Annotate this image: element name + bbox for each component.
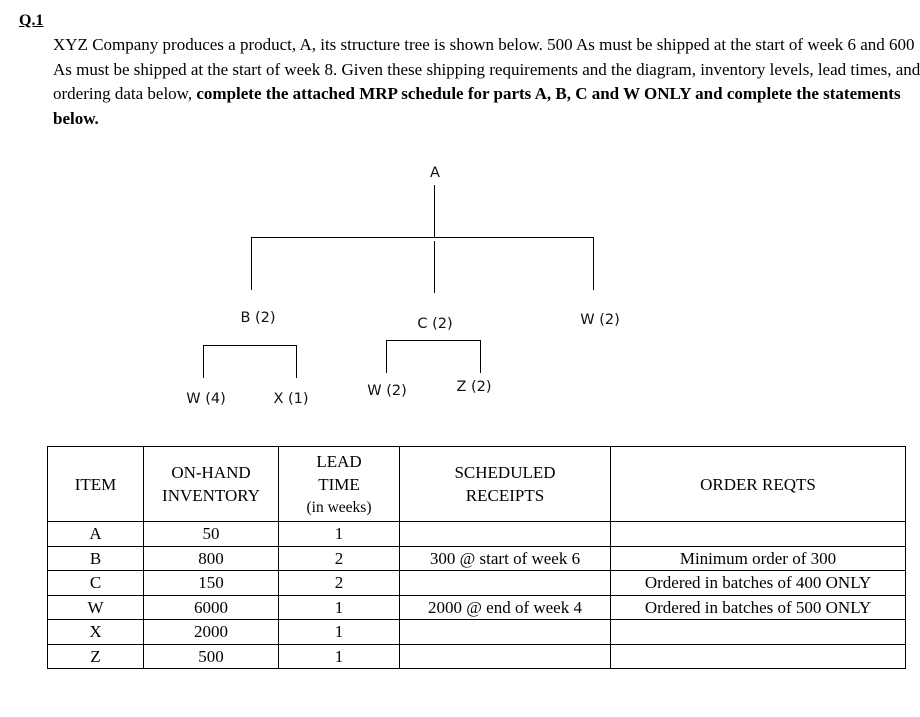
table-header-lead-units: (in weeks) [306,498,372,516]
table-cell-inventory: 800 [143,545,279,571]
tree-node-w-under-c: W (2) [367,383,407,399]
table-header-on-hand-line2: INVENTORY [162,486,260,505]
table-header-order-reqts: ORDER REQTS [610,446,906,522]
tree-edge-b-to-x [296,345,297,378]
table-cell-order-reqts: Minimum order of 300 [610,545,906,571]
table-cell-order-reqts [610,643,906,669]
tree-edge-a-trunk [434,185,435,238]
table-header-order-label: ORDER REQTS [700,474,816,494]
table-cell-inventory: 500 [143,643,279,669]
table-cell-order-reqts [610,521,906,547]
table-cell-order-reqts: Ordered in batches of 400 ONLY [610,570,906,596]
table-cell-inventory: 150 [143,570,279,596]
table-header-item-label: ITEM [74,474,117,494]
table-header-item: ITEM [47,446,144,522]
tree-edge-c-to-w [386,340,387,373]
tree-node-c: C (2) [417,316,453,332]
tree-edge-b-to-w [203,345,204,378]
table-cell-lead-time: 1 [278,594,400,620]
tree-bar-level1 [251,237,594,238]
table-header-scheduled-receipts: SCHEDULED RECEIPTS [399,446,611,522]
table-header-on-hand-line1: ON-HAND [171,463,251,482]
table-header-row: ITEM ON-HAND INVENTORY LEAD TIME (in wee… [47,446,906,522]
tree-edge-a-to-w [593,237,594,290]
table-cell-scheduled-receipts [399,619,611,645]
table-cell-scheduled-receipts: 2000 @ end of week 4 [399,594,611,620]
table-cell-lead-time: 1 [278,643,400,669]
tree-bar-c-children [386,340,481,341]
table-cell-lead-time: 2 [278,545,400,571]
table-cell-item: A [47,521,144,547]
question-body-segment-1: complete the attached MRP schedule for p… [53,84,901,128]
table-cell-inventory: 6000 [143,594,279,620]
tree-edge-a-to-b [251,237,252,290]
table-cell-item: Z [47,643,144,669]
tree-node-b: B (2) [240,310,276,326]
table-header-sched-line2: RECEIPTS [465,486,545,505]
table-cell-lead-time: 1 [278,521,400,547]
tree-node-a: A [430,165,440,181]
item-data-table: ITEM ON-HAND INVENTORY LEAD TIME (in wee… [47,446,906,669]
table-cell-lead-time: 1 [278,619,400,645]
table-cell-item: C [47,570,144,596]
tree-node-w-under-b: W (4) [186,391,226,407]
tree-edge-c-to-z [480,340,481,373]
question-number-heading: Q.1 [19,12,44,29]
question-body-segment-0: XYZ Company produces a product, A, its s… [53,35,920,103]
table-cell-order-reqts: Ordered in batches of 500 ONLY [610,594,906,620]
table-header-sched-line1: SCHEDULED [454,463,556,482]
tree-bar-b-children [203,345,297,346]
table-cell-scheduled-receipts [399,521,611,547]
table-cell-item: W [47,594,144,620]
table-header-lead-time: LEAD TIME (in weeks) [278,446,400,522]
table-cell-inventory: 2000 [143,619,279,645]
table-header-on-hand-inventory: ON-HAND INVENTORY [143,446,279,522]
table-cell-item: B [47,545,144,571]
table-cell-inventory: 50 [143,521,279,547]
table-cell-lead-time: 2 [278,570,400,596]
tree-node-w-under-a: W (2) [580,312,620,328]
table-cell-scheduled-receipts: 300 @ start of week 6 [399,545,611,571]
table-cell-item: X [47,619,144,645]
table-cell-scheduled-receipts [399,643,611,669]
table-header-lead-line1: LEAD [316,451,362,471]
tree-node-x-under-b: X (1) [273,391,309,407]
table-cell-order-reqts [610,619,906,645]
table-cell-scheduled-receipts [399,570,611,596]
table-header-lead-line2: TIME [318,474,360,494]
tree-edge-a-to-c [434,241,435,293]
question-body-text: XYZ Company produces a product, A, its s… [53,33,920,131]
product-structure-tree: A B (2) C (2) W (2) W (4) X (1) W (2) Z … [0,155,920,420]
tree-node-z-under-c: Z (2) [456,379,492,395]
